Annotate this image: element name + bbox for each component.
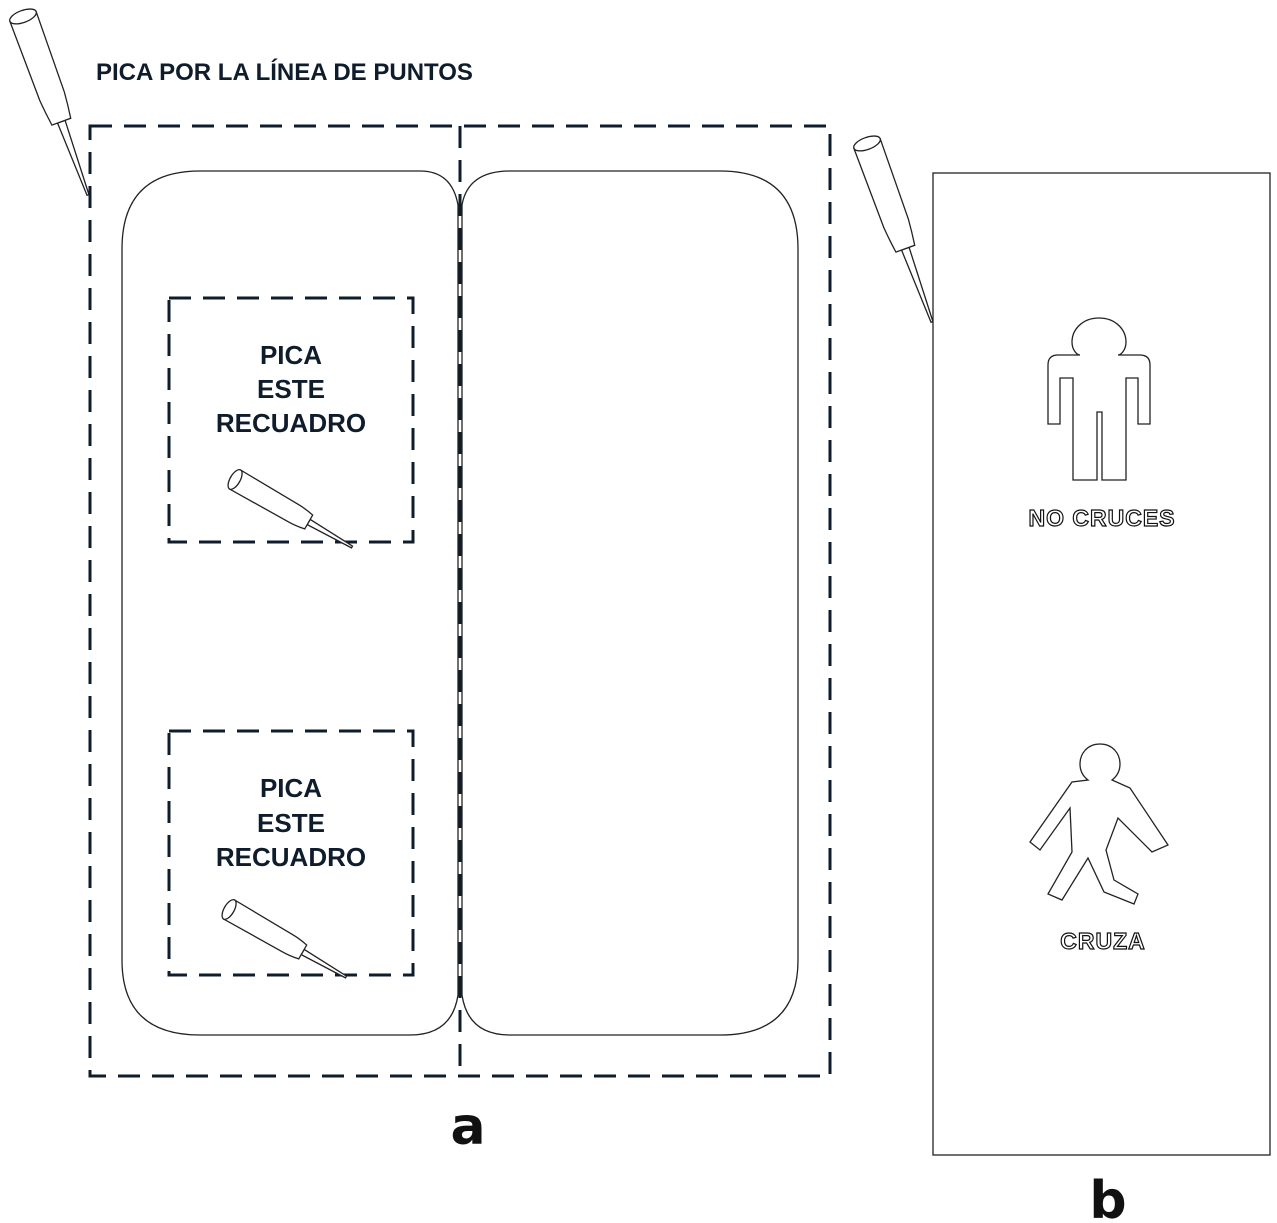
punch-box-top-line1: PICA [260, 340, 322, 370]
punch-box-bottom[interactable]: PICA ESTE RECUADRO [167, 729, 415, 987]
cruza-label: CRUZA [1060, 928, 1146, 954]
punch-tool-icon [221, 899, 348, 979]
panel-b: NO CRUCES CRUZA b [932, 172, 1271, 1223]
panel-b-letter: b [1089, 1171, 1126, 1223]
standing-figure-icon [1047, 317, 1151, 481]
right-card [461, 170, 799, 1036]
punch-box-bottom-line3: RECUADRO [216, 842, 366, 872]
punch-box-bottom-line1: PICA [260, 773, 322, 803]
punch-box-top-border [167, 296, 415, 544]
punch-tool-icon [9, 8, 90, 197]
panel-a: PICA ESTE RECUADRO PICA ESTE RECUADRO a [88, 124, 832, 1157]
punch-box-bottom-border [167, 729, 415, 977]
punch-box-bottom-line2: ESTE [257, 808, 325, 838]
panel-a-cut-line [88, 124, 832, 1078]
panel-a-letter: a [450, 1097, 485, 1157]
punch-tool-icon [853, 135, 934, 324]
punch-box-top-line2: ESTE [257, 374, 325, 404]
punch-box-top[interactable]: PICA ESTE RECUADRO [167, 296, 415, 557]
punch-tool-icon [227, 469, 354, 549]
punch-box-top-line3: RECUADRO [216, 408, 366, 438]
left-card [121, 170, 459, 1036]
page-heading: PICA POR LA LÍNEA DE PUNTOS [96, 58, 473, 86]
no-cruces-label: NO CRUCES [1028, 505, 1175, 531]
walking-figure-icon [1029, 743, 1169, 905]
